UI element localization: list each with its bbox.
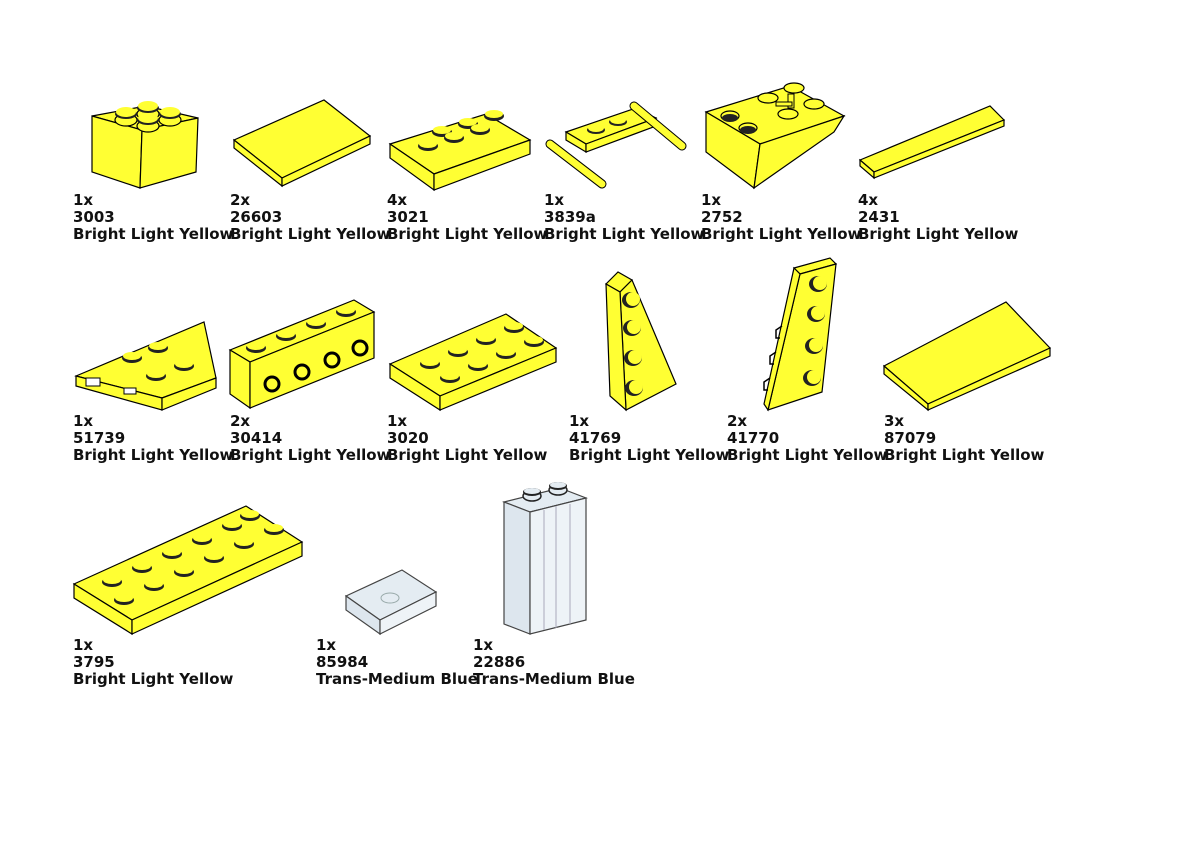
part-quantity: 1x (387, 412, 408, 430)
part-number: 2431 (858, 208, 900, 226)
part-color: Bright Light Yellow (73, 670, 234, 688)
brick-1x2x3-icon (502, 482, 588, 635)
part-quantity: 1x (569, 412, 590, 430)
tile-2x3-icon (232, 99, 372, 188)
part-quantity: 4x (858, 191, 879, 209)
part-number: 51739 (73, 429, 126, 447)
part-color: Bright Light Yellow (73, 225, 234, 243)
part-color: Bright Light Yellow (727, 446, 888, 464)
part-quantity: 1x (544, 191, 565, 209)
part-color: Bright Light Yellow (569, 446, 730, 464)
part-number: 22886 (473, 653, 526, 671)
part-color: Bright Light Yellow (387, 225, 548, 243)
part-quantity: 1x (73, 191, 94, 209)
part-number: 3003 (73, 208, 115, 226)
part-color: Bright Light Yellow (701, 225, 862, 243)
part-color: Bright Light Yellow (858, 225, 1019, 243)
part-color: Bright Light Yellow (884, 446, 1045, 464)
brick-2x2-icon (91, 101, 199, 189)
part-number: 2752 (701, 208, 743, 226)
part-quantity: 1x (701, 191, 722, 209)
part-color: Trans-Medium Blue (316, 670, 478, 688)
part-number: 85984 (316, 653, 369, 671)
part-color: Bright Light Yellow (230, 446, 391, 464)
part-color: Bright Light Yellow (387, 446, 548, 464)
part-quantity: 1x (316, 636, 337, 654)
part-quantity: 2x (230, 412, 251, 430)
part-quantity: 2x (230, 191, 251, 209)
part-quantity: 1x (473, 636, 494, 654)
part-number: 41769 (569, 429, 622, 447)
part-color: Bright Light Yellow (544, 225, 705, 243)
part-quantity: 1x (73, 412, 94, 430)
wedge-plate-right-icon (605, 271, 677, 412)
tile-2x4-icon (882, 301, 1052, 412)
part-number: 3795 (73, 653, 115, 671)
part-color: Trans-Medium Blue (473, 670, 635, 688)
part-quantity: 4x (387, 191, 408, 209)
tile-1x4-icon (858, 105, 1006, 180)
wedge-plate-left-icon (763, 257, 838, 412)
part-number: 41770 (727, 429, 780, 447)
part-number: 3021 (387, 208, 429, 226)
plate-with-handles-icon (545, 101, 687, 189)
part-number: 3020 (387, 429, 429, 447)
part-color: Bright Light Yellow (230, 225, 391, 243)
part-number: 3839a (544, 208, 596, 226)
part-number: 26603 (230, 208, 283, 226)
plate-2x3-icon (388, 110, 532, 192)
part-quantity: 1x (73, 636, 94, 654)
plate-2x4-icon (388, 313, 558, 412)
slope-1x2-icon (344, 569, 438, 636)
slope-inverted-brick-icon (704, 82, 846, 190)
part-quantity: 3x (884, 412, 905, 430)
plate-2x6-icon (72, 505, 304, 636)
part-number: 30414 (230, 429, 283, 447)
part-number: 87079 (884, 429, 937, 447)
part-quantity: 2x (727, 412, 748, 430)
brick-1x4-studs-side-icon (228, 299, 376, 410)
wedge-plate-2x4-icon (74, 321, 217, 411)
part-color: Bright Light Yellow (73, 446, 234, 464)
